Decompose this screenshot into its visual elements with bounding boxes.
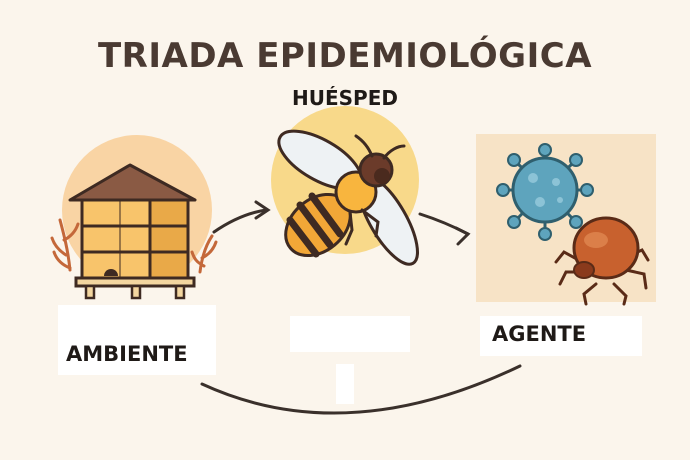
agent-label-box [480, 316, 642, 356]
arrowhead-environment-to-host [254, 200, 271, 220]
arrowhead-host-to-agent [454, 226, 471, 246]
host-label-box [290, 316, 410, 352]
host-connector-box [336, 364, 354, 404]
bee-icon [271, 106, 419, 266]
page-title: TRIADA EPIDEMIOLÓGICA [97, 36, 593, 76]
environment-label: AMBIENTE [66, 342, 188, 366]
agent-label: AGENTE [492, 322, 587, 346]
beehive-icon [50, 135, 218, 300]
environment-label-box [58, 305, 216, 375]
virus-and-mite-icon [476, 134, 656, 306]
cycle-arrows [200, 200, 522, 415]
arrow-environment-to-host [212, 208, 268, 234]
arrow-agent-to-environment [200, 364, 522, 415]
